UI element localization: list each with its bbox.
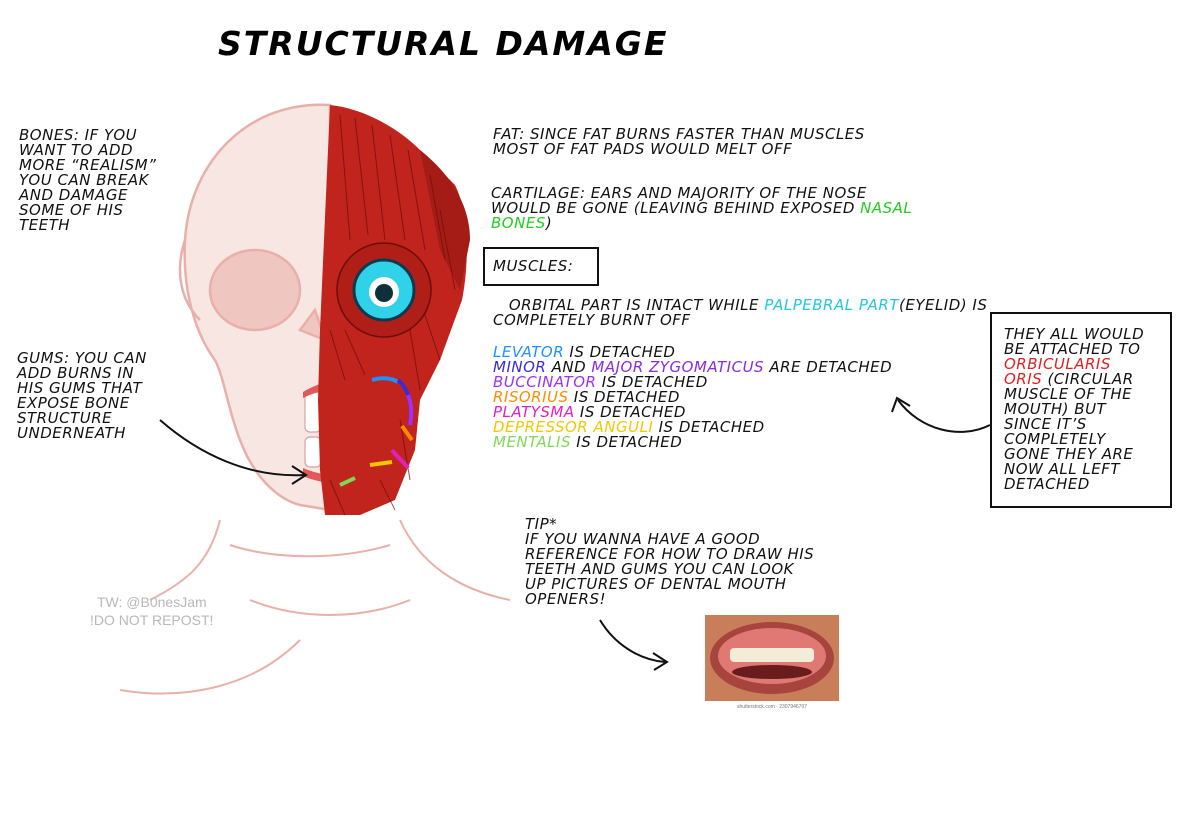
tip-line: TEETH AND GUMS YOU CAN LOOK xyxy=(525,560,794,578)
bones-line: MORE “REALISM” xyxy=(19,156,157,174)
orbicularis-line: MUSCLE OF THE xyxy=(1004,385,1133,403)
muscle-item: DEPRESSOR ANGULI IS DETACHED xyxy=(493,420,892,435)
muscle-status: IS DETACHED xyxy=(653,418,765,436)
gums-line: ADD BURNS IN xyxy=(17,364,134,382)
orbicularis-line: COMPLETELY xyxy=(1004,430,1106,448)
gums-line: HIS GUMS THAT xyxy=(17,379,143,397)
muscle-name: PLATYSMA xyxy=(493,403,575,421)
cartilage-line: BONES) xyxy=(491,216,912,231)
bones-line: BONES: IF YOU xyxy=(19,126,138,144)
orbicularis-line: SINCE IT’S xyxy=(1004,415,1087,433)
orbicularis-line: MOUTH) BUT xyxy=(1004,400,1107,418)
page-title: STRUCTURAL DAMAGE xyxy=(218,24,669,63)
muscle-status: IS DETACHED xyxy=(571,433,683,451)
cartilage-text: ) xyxy=(545,214,553,232)
orbital-text: (EYELID) IS xyxy=(898,296,988,314)
bones-label: BONES xyxy=(491,214,546,232)
tip-line: REFERENCE FOR HOW TO DRAW HIS xyxy=(525,545,815,563)
muscle-item: BUCCINATOR IS DETACHED xyxy=(493,375,892,390)
muscle-item: RISORIUS IS DETACHED xyxy=(493,390,892,405)
bones-line: YOU CAN BREAK xyxy=(19,171,149,189)
oris-label: ORIS xyxy=(1004,370,1043,388)
muscle-name: RISORIUS xyxy=(493,388,569,406)
bones-line: WANT TO ADD xyxy=(19,141,134,159)
cartilage-note: CARTILAGE: EARS AND MAJORITY OF THE NOSE… xyxy=(491,186,912,231)
bones-line: TEETH xyxy=(19,216,71,234)
gums-line: GUMS: YOU CAN xyxy=(17,349,147,367)
orbicularis-note-box: THEY ALL WOULD BE ATTACHED TO ORBICULARI… xyxy=(990,312,1172,508)
muscle-status: IS DETACHED xyxy=(596,373,708,391)
annotation-arrows xyxy=(159,396,991,671)
cartilage-line: WOULD BE GONE (LEAVING BEHIND EXPOSED NA… xyxy=(491,201,912,216)
muscle-name: MINOR xyxy=(493,358,547,376)
muscle-conjunction: AND xyxy=(546,358,592,376)
orbicularis-line: GONE THEY ARE xyxy=(1004,445,1134,463)
muscles-heading-box: MUSCLES: xyxy=(483,247,599,286)
muscle-name: MENTALIS xyxy=(493,433,571,451)
fat-line: FAT: SINCE FAT BURNS FASTER THAN MUSCLES xyxy=(493,125,865,143)
muscle-status: IS DETACHED xyxy=(564,343,676,361)
tip-line: TIP* xyxy=(525,515,558,533)
muscle-item: PLATYSMA IS DETACHED xyxy=(493,405,892,420)
nasal-label: NASAL xyxy=(860,199,913,217)
orbital-line: COMPLETELY BURNT OFF xyxy=(493,311,691,329)
tip-line: IF YOU WANNA HAVE A GOOD xyxy=(525,530,761,548)
palpebral-label: PALPEBRAL PART xyxy=(764,296,899,314)
muscle-status: IS DETACHED xyxy=(574,403,686,421)
orbital-line: ORBITAL PART IS INTACT WHILE PALPEBRAL P… xyxy=(493,298,987,313)
gums-note: GUMS: YOU CAN ADD BURNS IN HIS GUMS THAT… xyxy=(17,351,147,441)
muscle-name: BUCCINATOR xyxy=(493,373,597,391)
cartilage-line: CARTILAGE: EARS AND MAJORITY OF THE NOSE xyxy=(491,184,867,202)
muscle-name: LEVATOR xyxy=(493,343,565,361)
orbicularis-label: ORBICULARIS xyxy=(1004,355,1111,373)
photo-credit: shutterstock.com · 2307946707 xyxy=(736,704,808,710)
gums-line: UNDERNEATH xyxy=(17,424,126,442)
gums-line: EXPOSE BONE xyxy=(17,394,130,412)
muscle-name: MAJOR ZYGOMATICUS xyxy=(591,358,765,376)
orbicularis-note: THEY ALL WOULD BE ATTACHED TO ORBICULARI… xyxy=(1004,327,1144,492)
orbicularis-line: THEY ALL WOULD xyxy=(1004,325,1145,343)
cartilage-text: WOULD BE GONE (LEAVING BEHIND EXPOSED xyxy=(491,199,861,217)
fat-line: MOST OF FAT PADS WOULD MELT OFF xyxy=(493,140,793,158)
tip-note: TIP* IF YOU WANNA HAVE A GOOD REFERENCE … xyxy=(525,517,814,607)
muscle-status: ARE DETACHED xyxy=(764,358,893,376)
bones-line: AND DAMAGE xyxy=(19,186,128,204)
fat-note: FAT: SINCE FAT BURNS FASTER THAN MUSCLES… xyxy=(493,127,865,157)
dental-photo xyxy=(705,615,839,701)
muscle-status: IS DETACHED xyxy=(568,388,680,406)
orbicularis-line: ORIS (CIRCULAR xyxy=(1004,372,1144,387)
muscle-name: DEPRESSOR ANGULI xyxy=(493,418,654,436)
skull xyxy=(178,103,332,512)
orbital-note: ORBITAL PART IS INTACT WHILE PALPEBRAL P… xyxy=(493,298,987,328)
gums-line: STRUCTURE xyxy=(17,409,113,427)
watermark-handle: TW: @B0nesJam xyxy=(97,594,207,610)
neck-sketch xyxy=(119,519,511,695)
tip-line: OPENERS! xyxy=(525,590,606,608)
muscle-item: MENTALIS IS DETACHED xyxy=(493,435,892,450)
muscles-heading: MUSCLES: xyxy=(493,257,574,275)
orbicularis-line: BE ATTACHED TO xyxy=(1004,340,1141,358)
muscle-item: MINOR AND MAJOR ZYGOMATICUS ARE DETACHED xyxy=(493,360,892,375)
watermark-warning: !DO NOT REPOST! xyxy=(90,612,214,628)
bones-line: SOME OF HIS xyxy=(19,201,124,219)
facial-muscles xyxy=(318,105,470,516)
bones-note: BONES: IF YOU WANT TO ADD MORE “REALISM”… xyxy=(19,128,156,233)
orbital-text: ORBITAL PART IS INTACT WHILE xyxy=(508,296,765,314)
orbicularis-line: NOW ALL LEFT xyxy=(1004,460,1120,478)
muscle-item: LEVATOR IS DETACHED xyxy=(493,345,892,360)
muscle-list: LEVATOR IS DETACHED MINOR AND MAJOR ZYGO… xyxy=(493,345,892,450)
tip-line: UP PICTURES OF DENTAL MOUTH xyxy=(525,575,787,593)
orbicularis-line: DETACHED xyxy=(1004,475,1090,493)
orbicularis-text: (CIRCULAR xyxy=(1042,370,1134,388)
